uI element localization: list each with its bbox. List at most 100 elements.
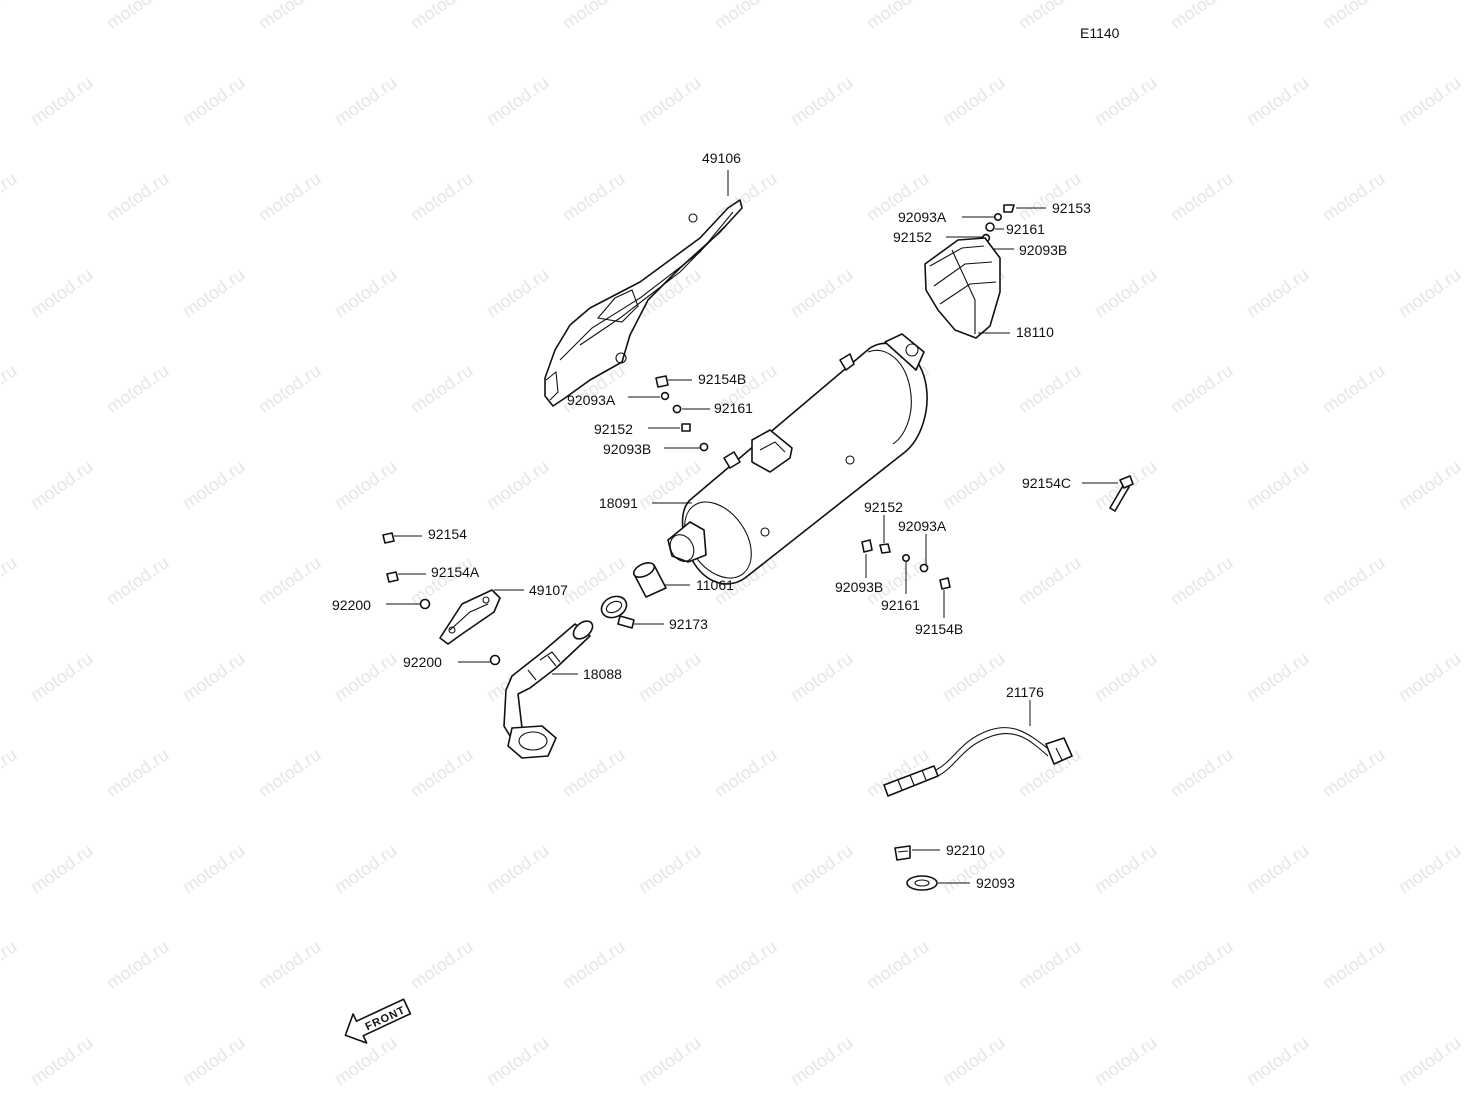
watermark-text: motod.ru (103, 936, 173, 993)
watermark-text: motod.ru (1243, 456, 1313, 513)
watermark-text: motod.ru (103, 0, 173, 33)
watermark-text: motod.ru (407, 0, 477, 33)
watermark-text: motod.ru (559, 168, 629, 225)
label-92154b-left: 92154B (698, 371, 746, 387)
watermark-text: motod.ru (1243, 840, 1313, 897)
label-92210: 92210 (946, 842, 985, 858)
watermark-text: motod.ru (255, 0, 325, 33)
watermark-text: motod.ru (1015, 168, 1085, 225)
fastener-stack-left (655, 375, 709, 452)
watermark-text: motod.ru (787, 264, 857, 321)
oxygen-sensor-21176[interactable] (883, 727, 1073, 797)
watermark-text: motod.ru (1319, 744, 1389, 801)
watermark-text: motod.ru (1167, 744, 1237, 801)
washer-92093 (906, 875, 938, 891)
watermark-text: motod.ru (711, 744, 781, 801)
muffler-18091[interactable] (665, 333, 928, 590)
watermark-text: motod.ru (27, 456, 97, 513)
label-92152-right: 92152 (864, 499, 903, 515)
watermark-text: motod.ru (1015, 360, 1085, 417)
watermark-text: motod.ru (635, 840, 705, 897)
watermark-text: motod.ru (407, 552, 477, 609)
watermark-text: motod.ru (635, 1032, 705, 1089)
watermark-text: motod.ru (787, 840, 857, 897)
watermark-text: motod.ru (1395, 456, 1465, 513)
fastener-group-left (382, 532, 501, 666)
label-18110: 18110 (1016, 324, 1054, 340)
watermark-text: motod.ru (863, 936, 933, 993)
watermark-text: motod.ru (1243, 264, 1313, 321)
watermark-text: motod.ru (179, 1032, 249, 1089)
label-92161-right: 92161 (881, 597, 920, 613)
label-92093a-top: 92093A (898, 209, 947, 225)
watermark-text: motod.ru (1167, 168, 1237, 225)
watermark-text: motod.ru (27, 1032, 97, 1089)
watermark-text: motod.ru (27, 72, 97, 129)
watermark-text: motod.ru (483, 456, 553, 513)
watermark-text: motod.ru (559, 936, 629, 993)
watermark-text: motod.ru (1319, 0, 1389, 33)
watermark-text: motod.ru (1091, 648, 1161, 705)
watermark-text: motod.ru (1395, 840, 1465, 897)
watermark-text: motod.ru (179, 840, 249, 897)
watermark-text: motod.ru (1395, 264, 1465, 321)
watermark-text: motod.ru (103, 744, 173, 801)
watermark-text: motod.ru (407, 744, 477, 801)
watermark-text: motod.ru (407, 936, 477, 993)
watermark-text: motod.ru (559, 0, 629, 33)
watermark-text: motod.ru (1167, 360, 1237, 417)
watermark-text: motod.ru (483, 1032, 553, 1089)
watermark-text: motod.ru (1243, 648, 1313, 705)
watermark-text: motod.ru (0, 360, 20, 417)
watermark-text: motod.ru (0, 168, 20, 225)
label-92152-left: 92152 (594, 421, 633, 437)
watermark-text: motod.ru (179, 72, 249, 129)
label-92153: 92153 (1052, 200, 1091, 216)
watermark-text: motod.ru (635, 72, 705, 129)
watermark-text: motod.ru (939, 648, 1009, 705)
watermark-text: motod.ru (331, 264, 401, 321)
fastener-group-right (861, 539, 951, 590)
watermark-text: motod.ru (863, 0, 933, 33)
label-92093b-left: 92093B (603, 441, 651, 457)
clamp-92173[interactable] (598, 592, 635, 629)
label-92173: 92173 (669, 616, 708, 632)
label-92154a: 92154A (431, 564, 480, 580)
label-92161-top: 92161 (1006, 221, 1045, 237)
watermark-text: motod.ru (255, 168, 325, 225)
watermark-text: motod.ru (1395, 648, 1465, 705)
watermark-text: motod.ru (407, 360, 477, 417)
watermark-text: motod.ru (787, 1032, 857, 1089)
label-49107: 49107 (529, 582, 568, 598)
bolt-92154c (1109, 475, 1134, 512)
watermark-text: motod.ru (0, 744, 20, 801)
watermark-text: motod.ru (27, 264, 97, 321)
watermark-text: motod.ru (0, 936, 20, 993)
watermark-text: motod.ru (331, 72, 401, 129)
exhaust-pipe-18088[interactable] (503, 618, 596, 759)
end-cap-18110[interactable] (924, 237, 1001, 339)
gasket-11061[interactable] (631, 560, 667, 598)
watermark-text: motod.ru (939, 456, 1009, 513)
watermark-text: motod.ru (635, 648, 705, 705)
label-92093a-left: 92093A (567, 392, 616, 408)
heat-shield-49106[interactable] (544, 199, 743, 407)
watermark-text: motod.ru (179, 456, 249, 513)
watermark-text: motod.ru (1091, 72, 1161, 129)
watermark-text: motod.ru (179, 264, 249, 321)
watermark-text: motod.ru (331, 456, 401, 513)
label-18091: 18091 (599, 495, 638, 511)
watermark-text: motod.ru (255, 552, 325, 609)
watermark-text: motod.ru (1015, 0, 1085, 33)
watermark-text: motod.ru (1319, 552, 1389, 609)
label-92154: 92154 (428, 526, 467, 542)
watermark-text: motod.ru (1319, 360, 1389, 417)
watermark-text: motod.ru (179, 648, 249, 705)
label-92161-left: 92161 (714, 400, 753, 416)
fastener-92210 (894, 845, 911, 861)
pipe-cover-49107[interactable] (439, 589, 501, 645)
label-92093: 92093 (976, 875, 1015, 891)
watermark-text: motod.ru (1091, 264, 1161, 321)
watermark-text: motod.ru (255, 936, 325, 993)
